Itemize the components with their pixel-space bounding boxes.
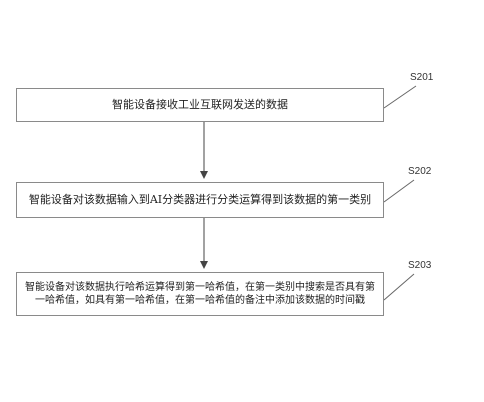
step-box-s202: 智能设备对该数据输入到AI分类器进行分类运算得到该数据的第一类别 bbox=[16, 182, 384, 218]
step-label-s201: S201 bbox=[410, 72, 434, 83]
step-label-s203: S203 bbox=[408, 260, 432, 271]
leader-line-s203 bbox=[383, 273, 415, 301]
step-label-s202: S202 bbox=[408, 166, 432, 177]
step-text-s202: 智能设备对该数据输入到AI分类器进行分类运算得到该数据的第一类别 bbox=[28, 192, 372, 206]
step-text-s203: 智能设备对该数据执行哈希运算得到第一哈希值，在第一类别中搜索是否具有第一哈希值，… bbox=[25, 281, 375, 307]
step-box-s201: 智能设备接收工业互联网发送的数据 bbox=[16, 88, 384, 122]
step-box-s203: 智能设备对该数据执行哈希运算得到第一哈希值，在第一类别中搜索是否具有第一哈希值，… bbox=[16, 272, 384, 316]
leader-line-s202 bbox=[383, 179, 415, 203]
step-text-s201: 智能设备接收工业互联网发送的数据 bbox=[112, 97, 288, 111]
leader-line-s201 bbox=[383, 85, 417, 109]
